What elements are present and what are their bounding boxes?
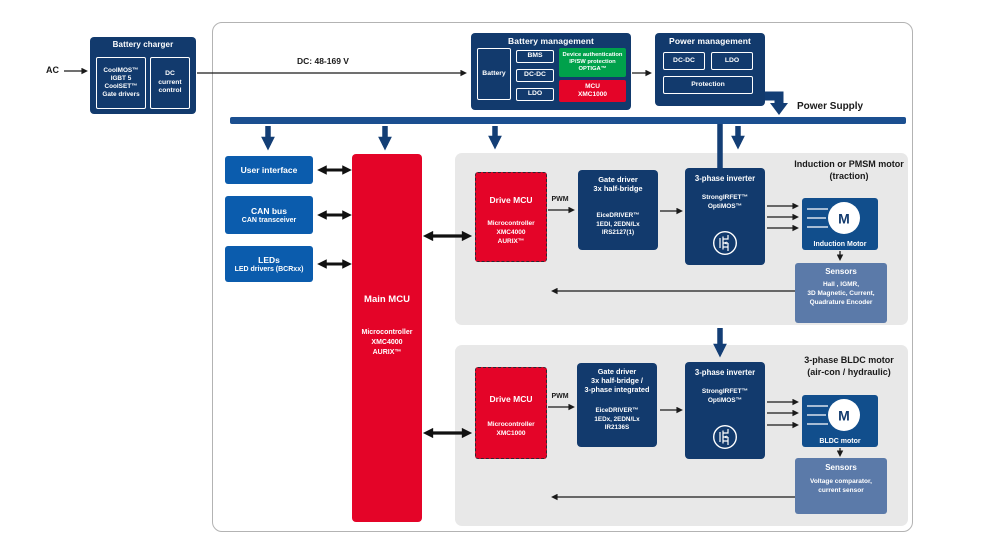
bldc-sensors-block: Sensors Voltage comparator, current sens… (795, 458, 887, 514)
can-bus-label: CAN bus (251, 206, 287, 216)
traction-drive-mcu-title: Drive MCU (489, 195, 533, 205)
motor-symbol: M (838, 211, 850, 227)
mosfet-icon (712, 230, 738, 256)
pm-dcdc-cell: DC-DC (663, 52, 705, 70)
dcdc-cell: DC-DC (516, 69, 554, 82)
battery-charger-title: Battery charger (112, 40, 174, 49)
led-drivers-label: LED drivers (BCRxx) (234, 266, 304, 273)
bldc-motor-block: M BLDC motor (802, 395, 878, 447)
traction-motor-label: Induction Motor (813, 241, 867, 248)
user-interface-label: User interface (240, 165, 298, 175)
battery-charger-block: Battery charger CoolMOS™ IGBT 5 CoolSET™… (90, 37, 196, 114)
traction-gate-driver-detail: EiceDRIVER™ 1EDI, 2EDN/Lx IRS2127(1) (596, 212, 640, 236)
ac-label: AC (46, 65, 59, 75)
traction-motor-heading: Induction or PMSM motor (traction) (794, 159, 904, 181)
pm-protection-cell: Protection (663, 76, 753, 94)
traction-drive-mcu-detail: Microcontroller XMC4000 AURIX™ (487, 220, 535, 246)
bldc-inverter-title: 3-phase inverter (694, 368, 756, 377)
battery-management-block: Battery management Battery BMS DC-DC LDO… (471, 33, 631, 110)
power-management-block: Power management DC-DC LDO Protection (655, 33, 765, 106)
pm-ldo-cell: LDO (711, 52, 753, 70)
bldc-drive-mcu-title: Drive MCU (489, 394, 533, 404)
bldc-inverter-block: 3-phase inverter StrongIRFET™ OptiMOS™ (685, 362, 765, 459)
main-mcu-title: Main MCU (364, 294, 410, 305)
main-mcu-detail: Microcontroller XMC4000 AURIX™ (361, 329, 413, 356)
bldc-gate-driver-detail: EiceDRIVER™ 1EDx, 2EDN/Lx IR2136S (594, 407, 640, 431)
traction-sensors-detail: Hall , IGMR, 3D Magnetic, Current, Quadr… (807, 281, 875, 307)
can-transceiver-label: CAN transceiver (241, 217, 297, 224)
power-management-title: Power management (669, 36, 751, 46)
traction-drive-mcu-block: Drive MCU Microcontroller XMC4000 AURIX™ (475, 172, 547, 262)
battery-management-title: Battery management (508, 36, 594, 46)
motor-symbol: M (838, 408, 850, 424)
bms-cell: BMS (516, 50, 554, 63)
bldc-inverter-detail: StrongIRFET™ OptiMOS™ (701, 388, 749, 404)
motor-icon: M (807, 399, 860, 431)
bldc-gate-driver-title: Gate driver 3x half-bridge / 3-phase int… (584, 367, 650, 395)
security-cell: Device authentication IP/SW protection O… (559, 48, 626, 77)
battery-charger-switches-cell: CoolMOS™ IGBT 5 CoolSET™ Gate drivers (96, 57, 146, 109)
bldc-gate-driver-block: Gate driver 3x half-bridge / 3-phase int… (577, 363, 657, 447)
bldc-motor-label: BLDC motor (819, 438, 861, 445)
bldc-drive-mcu-detail: Microcontroller XMC1000 (487, 421, 535, 438)
mosfet-icon (712, 424, 738, 450)
traction-inverter-title: 3-phase inverter (694, 174, 756, 183)
traction-motor-block: M Induction Motor (802, 198, 878, 250)
traction-gate-driver-block: Gate driver 3x half-bridge EiceDRIVER™ 1… (578, 170, 658, 250)
peripheral-leds: LEDs LED drivers (BCRxx) (225, 246, 313, 282)
peripheral-can-bus: CAN bus CAN transceiver (225, 196, 313, 234)
traction-sensors-title: Sensors (825, 267, 857, 276)
main-mcu-block: Main MCU Microcontroller XMC4000 AURIX™ (352, 154, 422, 522)
battery-cell: Battery (477, 48, 511, 100)
bldc-sensors-detail: Voltage comparator, current sensor (809, 478, 872, 495)
leds-label: LEDs (258, 255, 280, 265)
battery-charger-dc-control-cell: DC current control (150, 57, 190, 109)
mcu-cell: MCU XMC1000 (559, 80, 626, 102)
motor-icon: M (807, 202, 860, 234)
ldo-cell: LDO (516, 88, 554, 101)
traction-gate-driver-title: Gate driver 3x half-bridge (593, 175, 643, 194)
bldc-sensors-title: Sensors (825, 463, 857, 472)
bldc-motor-heading: 3-phase BLDC motor (air-con / hydraulic) (804, 355, 894, 377)
dc-voltage-label: DC: 48-169 V (297, 56, 349, 66)
traction-inverter-block: 3-phase inverter StrongIRFET™ OptiMOS™ (685, 168, 765, 265)
bldc-drive-mcu-block: Drive MCU Microcontroller XMC1000 (475, 367, 547, 459)
pwm-label-traction: PWM (551, 196, 569, 203)
traction-sensors-block: Sensors Hall , IGMR, 3D Magnetic, Curren… (795, 263, 887, 323)
traction-inverter-detail: StrongIRFET™ OptiMOS™ (701, 194, 749, 210)
power-supply-label: Power Supply (797, 101, 864, 112)
pwm-label-bldc: PWM (551, 393, 569, 400)
peripheral-user-interface: User interface (225, 156, 313, 184)
